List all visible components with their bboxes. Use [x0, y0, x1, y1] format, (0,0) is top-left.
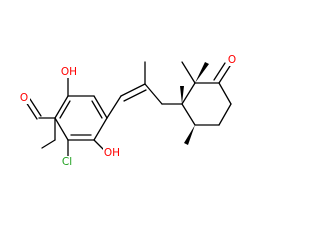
bond-chain-2 [120, 83, 146, 97]
bond-cy-c4-c5 [218, 103, 232, 126]
stereo-wedges [180, 62, 209, 145]
bond-chain-2-double [123, 89, 147, 102]
bond-chain-3 [144, 83, 163, 105]
bond-cy-q-c2 [181, 82, 196, 105]
bond-ring-c3-c4-inner [91, 100, 103, 119]
ketone-oxygen-label: O [228, 54, 236, 66]
chloro-label: Cl [62, 156, 72, 168]
hydroxyl-top-label: OH [61, 66, 77, 78]
bond-chain-1 [106, 95, 122, 119]
bond-aldehyde-co-b [29, 98, 42, 117]
wedge-quaternary-methyl [180, 86, 184, 104]
atom-labels: O OH Cl OH O [18, 54, 238, 168]
bond-aldehyde-co-a [25, 101, 38, 120]
aldehyde-oxygen-label: O [20, 92, 28, 104]
bond-methyl-c2 [181, 61, 196, 84]
bond-ketone-a [218, 65, 231, 84]
bond-cy-c3-c4 [218, 82, 232, 105]
bond-ring-c1-c2 [54, 95, 69, 119]
bond-cy-c6-q [181, 103, 196, 126]
hydroxyl-bottom-label: OH [104, 147, 120, 159]
chemical-structure-diagram: O OH Cl OH O [18, 54, 238, 168]
bonds [25, 61, 232, 157]
bond-ring-c6-c1 [54, 117, 69, 141]
bond-methyl-ring-end [41, 139, 56, 149]
bond-ketone-b [213, 62, 226, 81]
bond-ring-c1-c2-inner [59, 100, 71, 119]
bond-ring-c4-c5 [93, 117, 108, 141]
bond-ring-c3-c4 [93, 95, 108, 119]
wedge-c2-methyl [195, 62, 209, 83]
wedge-c6-methyl [184, 125, 195, 145]
